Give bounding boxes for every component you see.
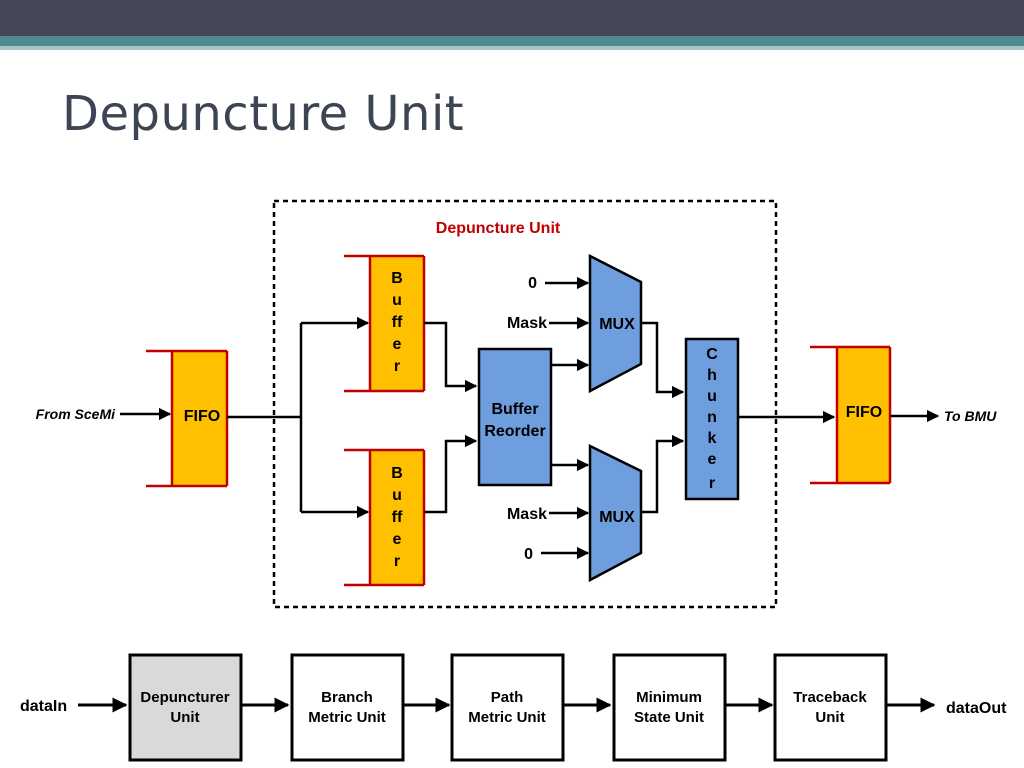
slide-title: Depuncture Unit [62,86,465,142]
fifo-input-label: FIFO [184,408,220,425]
depuncture-unit-boundary [272,199,778,609]
buffer-bottom: B u ff e r [344,448,426,587]
buffer-reorder-line-1: Buffer [491,401,538,418]
buffer-reorder-line-2: Reorder [484,423,545,440]
stage-path-line-2: Metric Unit [468,709,546,726]
pipeline-stage-traceback: Traceback Unit [773,653,888,762]
chunker-letter-3: u [707,388,717,405]
pipeline-output-label: dataOut [946,700,1007,717]
buffer-top: B u ff e r [344,254,426,393]
stage-minimum-line-2: State Unit [634,709,704,726]
chunker: C h u n k e r [684,337,740,501]
depuncture-unit-label: Depuncture Unit [436,220,561,237]
stage-branch-line-1: Branch [321,689,373,706]
stage-depuncturer-line-1: Depuncturer [140,689,229,706]
fifo-output: FIFO [810,345,892,485]
chunker-letter-1: C [706,346,718,363]
mux-top: MUX [588,253,643,394]
buffer-bottom-letter-5: r [394,553,400,570]
buffer-bottom-letter-3: ff [392,509,403,526]
pipeline-stage-depuncturer: Depuncturer Unit [128,653,243,762]
output-dest-label: To BMU [944,408,997,424]
header-accent-band [0,36,1024,46]
stage-path-line-1: Path [491,689,524,706]
buffer-top-letter-1: B [391,270,403,287]
pipeline-stage-path-metric: Path Metric Unit [450,653,565,762]
header-bar [0,0,1024,36]
stage-traceback-line-2: Unit [815,709,844,726]
buffer-top-letter-4: e [393,336,402,353]
chunker-letter-7: r [709,475,715,492]
buffer-top-letter-2: u [392,292,402,309]
fifo-output-label: FIFO [846,404,882,421]
stage-branch-line-2: Metric Unit [308,709,386,726]
wire-buffer-bottom-to-reorder [424,434,478,514]
buffer-top-letter-3: ff [392,314,403,331]
mux-bottom: MUX [588,443,643,583]
mux-bottom-input-0-label: 0 [524,546,533,563]
pipeline-input-label: dataIn [20,698,67,715]
chunker-letter-2: h [707,367,717,384]
buffer-reorder: Buffer Reorder [477,347,553,487]
chunker-letter-6: e [708,451,717,468]
mux-top-input-mask-label: Mask [507,315,547,332]
buffer-bottom-letter-4: e [393,531,402,548]
wire-buffer-top-to-reorder [424,321,478,393]
pipeline-stage-branch-metric: Branch Metric Unit [290,653,405,762]
wire-mux-bottom-to-chunker [641,434,685,514]
pipeline-stage-minimum-state: Minimum State Unit [612,653,727,762]
buffer-bottom-letter-2: u [392,487,402,504]
stage-traceback-line-1: Traceback [793,689,867,706]
fifo-input: FIFO [146,349,229,488]
header-light-band [0,46,1024,50]
stage-minimum-line-1: Minimum [636,689,702,706]
input-source-label: From SceMi [36,406,116,422]
mux-top-input-0-label: 0 [528,275,537,292]
wire-mux-top-to-chunker [641,321,685,399]
mux-bottom-label: MUX [599,509,635,526]
mux-top-label: MUX [599,316,635,333]
chunker-letter-4: n [707,409,717,426]
buffer-bottom-letter-1: B [391,465,403,482]
buffer-top-letter-5: r [394,358,400,375]
mux-bottom-input-mask-label: Mask [507,506,547,523]
stage-depuncturer-line-2: Unit [170,709,199,726]
chunker-letter-5: k [708,430,717,447]
